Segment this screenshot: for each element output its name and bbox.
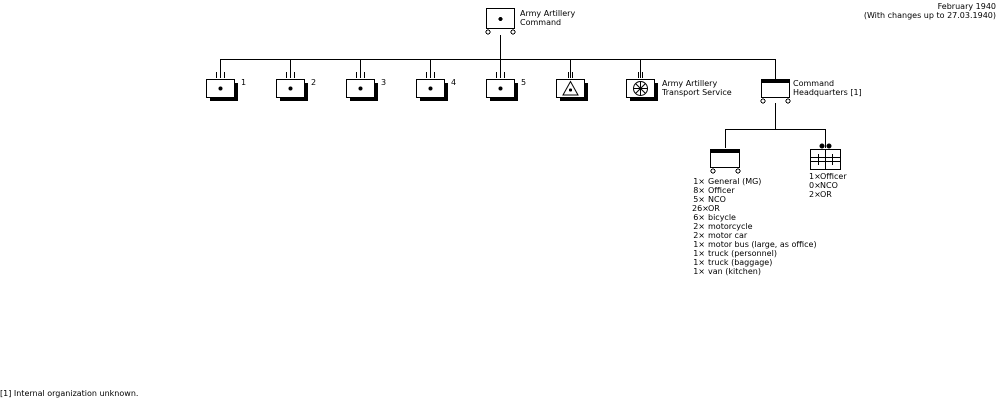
map-section-list: 1×Officer 0×NCO 2×OR bbox=[809, 172, 847, 199]
list-item: 5×NCO bbox=[693, 195, 726, 204]
list-item: 0×NCO bbox=[809, 181, 838, 190]
list-item: 1×truck (baggage) bbox=[693, 258, 773, 267]
unit-symbol-2 bbox=[276, 72, 308, 101]
unit-label-1: 1 bbox=[241, 78, 247, 87]
unit-label-2: 2 bbox=[311, 78, 317, 87]
hq-staff-list: 1×General (MG) 8×Officer 5×NCO 26×OR 6×b… bbox=[692, 177, 817, 276]
command-label: Army Artillery Command bbox=[520, 9, 575, 27]
unit-symbol-4 bbox=[416, 72, 448, 101]
transport-label: Army Artillery Transport Service bbox=[662, 79, 732, 97]
date-line: February 1940 bbox=[937, 2, 996, 11]
transport-symbol bbox=[626, 72, 658, 101]
hq-label-line2: Headquarters [1] bbox=[793, 88, 862, 97]
observation-symbol bbox=[556, 72, 588, 101]
list-item: 8×Officer bbox=[693, 186, 735, 195]
command-label-line1: Army Artillery bbox=[520, 9, 576, 18]
hq-staff-symbol bbox=[710, 149, 741, 174]
hq-label: Command Headquarters [1] bbox=[793, 79, 862, 97]
hq-symbol bbox=[760, 79, 791, 104]
list-item: 26×OR bbox=[692, 204, 720, 213]
list-item: 1×motor bus (large, as office) bbox=[693, 240, 817, 249]
list-item: 2×OR bbox=[809, 190, 832, 199]
unit-symbol-3 bbox=[346, 72, 378, 101]
list-item: 1×Officer bbox=[809, 172, 847, 181]
hq-label-line1: Command bbox=[793, 79, 835, 88]
date-header: February 1940 (With changes up to 27.03.… bbox=[864, 2, 996, 20]
list-item: 6×bicycle bbox=[693, 213, 736, 222]
list-item: 1×General (MG) bbox=[693, 177, 762, 186]
command-label-line2: Command bbox=[520, 18, 562, 27]
transport-label-line1: Army Artillery bbox=[662, 79, 718, 88]
list-item: 2×motor car bbox=[693, 231, 748, 240]
list-item: 2×motorcycle bbox=[693, 222, 753, 231]
list-item: 1×truck (personnel) bbox=[693, 249, 777, 258]
unit-symbol-5 bbox=[486, 72, 518, 101]
list-item: 1×van (kitchen) bbox=[693, 267, 761, 276]
footnote: [1] Internal organization unknown. bbox=[0, 389, 139, 398]
unit-label-5: 5 bbox=[521, 78, 527, 87]
transport-label-line2: Transport Service bbox=[662, 88, 732, 97]
command-symbol bbox=[485, 8, 516, 35]
unit-label-4: 4 bbox=[451, 78, 457, 87]
map-section-symbol bbox=[810, 143, 841, 170]
unit-label-3: 3 bbox=[381, 78, 387, 87]
unit-symbol-1 bbox=[206, 72, 238, 101]
date-changes-line: (With changes up to 27.03.1940) bbox=[863, 11, 996, 20]
